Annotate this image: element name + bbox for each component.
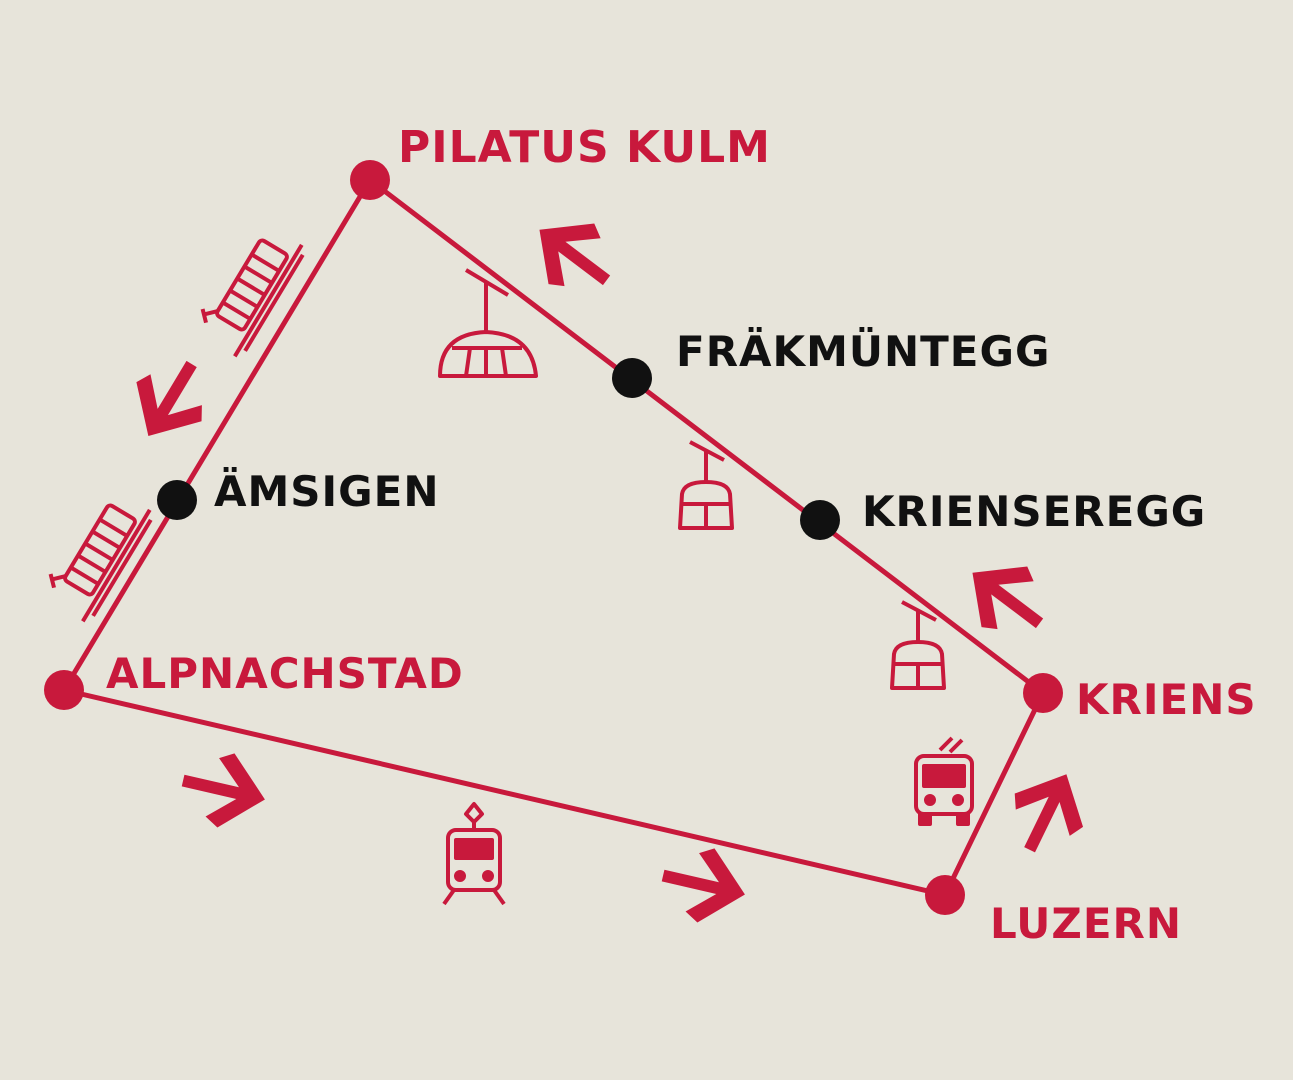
- label-aemsigen: ÄMSIGEN: [214, 466, 440, 516]
- arrow-icon: [516, 199, 630, 311]
- arrow-icon: [654, 838, 754, 932]
- gondola-icon: [890, 600, 946, 690]
- station-dot-kriens[interactable]: [1023, 673, 1063, 713]
- label-krienseregg: KRIENSEREGG: [862, 487, 1206, 536]
- route-lines: [61, 177, 1046, 898]
- station-dot-luzern[interactable]: [925, 875, 965, 915]
- station-dot-fraekmuentegg[interactable]: [612, 358, 652, 398]
- label-fraekmuentegg: FRÄKMÜNTEGG: [676, 326, 1050, 376]
- label-kriens: KRIENS: [1076, 675, 1257, 724]
- arrow-icon: [995, 757, 1101, 867]
- gondola-icons: [438, 268, 946, 690]
- label-luzern: LUZERN: [990, 899, 1182, 948]
- route-bus-line: [942, 690, 1046, 898]
- station-labels: PILATUS KULM FRÄKMÜNTEGG KRIENSEREGG KRI…: [106, 122, 1257, 948]
- bus-icon: [914, 736, 974, 826]
- station-dot-pilatus-kulm[interactable]: [350, 160, 390, 200]
- station-dot-aemsigen[interactable]: [157, 480, 197, 520]
- route-cogwheel-line: [61, 177, 373, 693]
- label-pilatus-kulm: PILATUS KULM: [398, 122, 771, 173]
- arrow-icon: [174, 743, 274, 837]
- station-dot-krienseregg[interactable]: [800, 500, 840, 540]
- route-train-line: [61, 687, 948, 898]
- train-icon: [442, 802, 506, 906]
- cogwheel-railway-icon: [188, 216, 309, 362]
- station-dots: [44, 160, 1063, 915]
- station-dot-alpnachstad[interactable]: [44, 670, 84, 710]
- gondola-icon: [678, 440, 734, 530]
- route-gondola-line: [367, 177, 1046, 696]
- arrow-icon: [115, 344, 225, 456]
- cogwheel-railway-icon: [36, 481, 157, 627]
- label-alpnachstad: ALPNACHSTAD: [106, 649, 464, 698]
- gondola-large-icon: [438, 268, 538, 378]
